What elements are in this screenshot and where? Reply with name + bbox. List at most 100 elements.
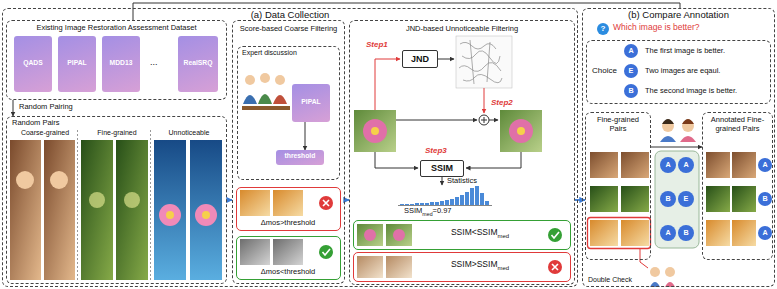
question-label: Which image is better?	[613, 23, 699, 33]
illustration-part	[484, 88, 485, 113]
vote-circle: E	[678, 191, 694, 207]
node-title: B	[758, 192, 772, 206]
text-group: SSIM<SSIMmed	[416, 228, 544, 240]
illustration-part	[398, 205, 492, 206]
illustration-part	[517, 127, 525, 135]
panel-frame: (b) Compare Annotation?ChoiceThe first i…	[582, 8, 775, 287]
choice-box: Choice The first image is better. Two imag…	[586, 40, 771, 104]
illustration-part	[393, 229, 405, 241]
node-title: A	[758, 226, 772, 240]
node-title: Fine-grained Pairs	[588, 116, 648, 133]
node-title: Existing Image Restoration Assessment Da…	[7, 24, 226, 33]
dataset-tile: MDD13	[102, 36, 140, 92]
node-title: A	[758, 158, 772, 172]
dataset-tile: PIPAL	[58, 36, 96, 92]
illustration-part	[242, 106, 290, 110]
node-text: Two images are eqaul.	[645, 67, 720, 76]
node-title: JND	[403, 54, 437, 64]
illustration-part	[548, 260, 562, 274]
illustration-part	[386, 256, 412, 278]
illustration-part	[456, 36, 512, 88]
vote-circle: A	[678, 157, 694, 173]
illustration-part	[400, 204, 404, 205]
vote-circle: A	[660, 157, 676, 173]
vote-circle: A	[660, 225, 676, 241]
illustration-part	[240, 239, 270, 265]
pairs-group: Fine-grained Pairs	[585, 112, 651, 260]
illustration-part	[662, 119, 674, 124]
illustration-part	[682, 119, 694, 124]
node-title: A	[660, 225, 676, 241]
illustration-part	[275, 75, 285, 85]
node-title: A	[660, 157, 676, 173]
illustration-part	[732, 186, 756, 212]
illustration-part	[364, 229, 376, 241]
illustration-part	[500, 110, 542, 152]
accept-box: Δmos<threshold	[236, 236, 341, 280]
stat-label: =0.97	[433, 206, 452, 215]
illustration-part	[590, 220, 618, 246]
illustration-part	[124, 192, 140, 208]
illustration-part	[680, 136, 696, 142]
subscript-text: med	[497, 233, 509, 239]
illustration-part	[509, 119, 533, 143]
illustration-part	[480, 193, 484, 205]
illustration-part	[682, 120, 694, 132]
note-label: Double Check	[588, 276, 632, 284]
node-title: Annotated Fine-grained Pairs	[705, 116, 770, 133]
subscript-text: med	[497, 265, 509, 271]
condition-text: SSIM>SSIM	[451, 259, 498, 269]
illustration-part	[706, 186, 730, 212]
vote-circle: B	[678, 225, 694, 241]
node-title: Δmos>threshold	[237, 219, 339, 228]
illustration-part	[273, 190, 303, 216]
node-title: B	[678, 225, 694, 241]
node-title: Random Pairs	[12, 119, 60, 128]
dataset-tile: RealSRQ	[178, 36, 218, 92]
step-label: Step1	[366, 40, 388, 49]
illustration-part	[357, 224, 383, 246]
illustration-part	[240, 190, 270, 216]
reject-box: Δmos>threshold	[236, 187, 341, 231]
accept-box: SSIM<SSIMmed	[353, 220, 571, 250]
connector	[305, 122, 306, 150]
node-title: SSIM	[421, 163, 463, 173]
illustration-part	[166, 211, 174, 219]
illustration-part	[455, 197, 459, 205]
illustration-part	[319, 245, 333, 259]
illustration-part	[465, 192, 469, 205]
illustration-part	[363, 119, 387, 143]
illustration-part	[89, 192, 105, 208]
illustration-part	[260, 73, 270, 83]
illustration-part	[552, 232, 560, 238]
illustration-part	[16, 171, 34, 189]
illustration-part	[77, 130, 78, 282]
illustration-part	[400, 186, 489, 205]
illustration-part	[640, 249, 648, 268]
illustration-part	[450, 199, 454, 205]
illustration-part	[489, 120, 498, 121]
illustration-part	[357, 256, 383, 278]
process-box: SSIM	[420, 160, 464, 177]
choice-circle: B	[624, 84, 638, 98]
node-title: Choice	[592, 66, 617, 75]
vote-circle: B	[660, 191, 676, 207]
node-title: threshold	[276, 152, 324, 160]
node-text: The first image is better.	[645, 47, 725, 56]
illustration-part	[410, 204, 414, 205]
node-title: ?	[597, 23, 609, 35]
illustration-part	[273, 239, 303, 265]
illustration-part	[375, 152, 418, 168]
vote-circle: A	[758, 158, 772, 172]
illustration-part	[319, 196, 333, 210]
illustration-part	[445, 200, 449, 205]
edge-label: Random Pairing	[19, 103, 73, 112]
step-label: Step3	[425, 146, 447, 155]
connector	[651, 147, 702, 148]
vote-circle: B	[758, 192, 772, 206]
illustration-part	[323, 249, 331, 255]
label-group: SSIMmed=0.97	[404, 207, 452, 217]
illustration-part	[243, 95, 257, 104]
illustration-part	[430, 202, 434, 205]
connector	[13, 100, 14, 116]
